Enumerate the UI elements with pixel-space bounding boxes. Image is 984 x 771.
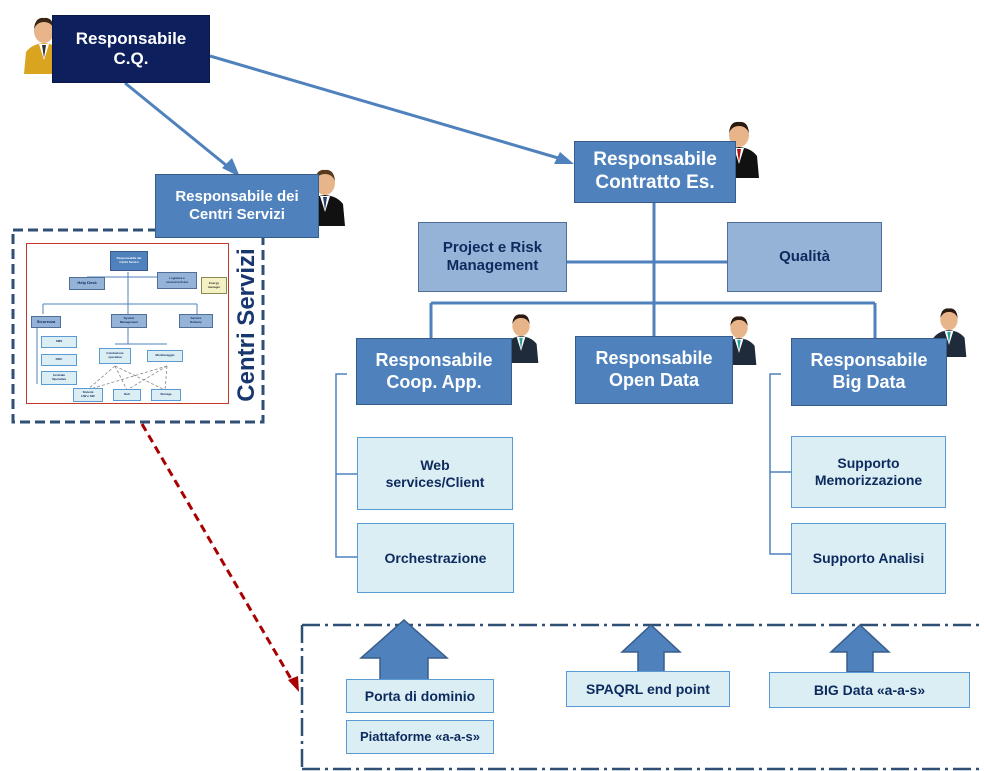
up-arrow-bigdata bbox=[829, 623, 891, 673]
thumb-node-service-delivery: Service Delivery bbox=[179, 314, 213, 328]
node-responsabile-open-data: Responsabile Open Data bbox=[575, 336, 733, 404]
node-big-data-aas: BIG Data «a-a-s» bbox=[769, 672, 970, 708]
thumb-node-system-mgmt: System Management bbox=[111, 314, 147, 328]
thumb-node-reti: Reti bbox=[113, 389, 141, 401]
thumb-node-monitoraggio: Monitoraggio bbox=[147, 350, 183, 362]
node-responsabile-centri-servizi: Responsabile dei Centri Servizi bbox=[155, 174, 319, 238]
thumb-node-logistica: Logistica e sicurezza fisica bbox=[157, 272, 197, 289]
up-arrow-porta bbox=[359, 618, 449, 681]
node-responsabile-coop-app: Responsabile Coop. App. bbox=[356, 338, 512, 405]
red-arrowhead bbox=[288, 676, 299, 692]
node-responsabile-big-data: Responsabile Big Data bbox=[791, 338, 947, 406]
up-arrow-spaqrl bbox=[620, 623, 682, 673]
person-icon-coop bbox=[503, 314, 539, 363]
person-icon-big bbox=[931, 308, 967, 357]
centri-servizi-thumbnail: Responsabile dei Centri Servizi Help Des… bbox=[26, 243, 229, 404]
node-responsabile-cq: Responsabile C.Q. bbox=[52, 15, 210, 83]
thumb-node-noc: NOC bbox=[41, 354, 77, 366]
node-web-services: Web services/Client bbox=[357, 437, 513, 510]
arrowhead-centri bbox=[222, 158, 240, 177]
node-qualita: Qualità bbox=[727, 222, 882, 292]
centri-servizi-label: Centri Servizi bbox=[233, 248, 260, 402]
connector-cq-contratto bbox=[209, 54, 566, 162]
centri-servizi-frame bbox=[11, 228, 265, 424]
thumb-node-conduzione: Conduzione operativa bbox=[99, 348, 131, 364]
thumb-node-energy: Energy manager bbox=[201, 277, 227, 294]
node-piattaforme-aas: Piattaforme «a-a-s» bbox=[346, 720, 494, 754]
thumb-node-storage: Storage bbox=[151, 389, 181, 401]
red-dashed-arrow bbox=[140, 423, 296, 685]
thumb-node-centrale: Centrale Operativa bbox=[41, 371, 77, 385]
arrowhead-contratto bbox=[554, 152, 574, 164]
connector-cq-centri bbox=[124, 81, 233, 172]
node-porta-di-dominio: Porta di dominio bbox=[346, 679, 494, 713]
thumb-node-sms: SMS bbox=[41, 336, 77, 348]
thumb-node-help-desk: Help Desk bbox=[69, 277, 105, 290]
bracket-coop bbox=[335, 373, 357, 558]
node-supporto-analisi: Supporto Analisi bbox=[791, 523, 946, 594]
thumb-node-sistemi: Sistemi HW e SW bbox=[73, 388, 103, 402]
node-project-risk: Project e Risk Management bbox=[418, 222, 567, 292]
node-responsabile-contratto: Responsabile Contratto Es. bbox=[574, 141, 736, 203]
node-orchestrazione: Orchestrazione bbox=[357, 523, 514, 593]
node-supporto-memorizzazione: Supporto Memorizzazione bbox=[791, 436, 946, 508]
thumb-node-responsabile: Responsabile dei Centri Servizi bbox=[110, 251, 148, 271]
thumb-node-sicurezza: Sicurezza bbox=[31, 316, 61, 328]
bracket-big bbox=[769, 373, 791, 555]
node-spaqrl-end-point: SPAQRL end point bbox=[566, 671, 730, 707]
